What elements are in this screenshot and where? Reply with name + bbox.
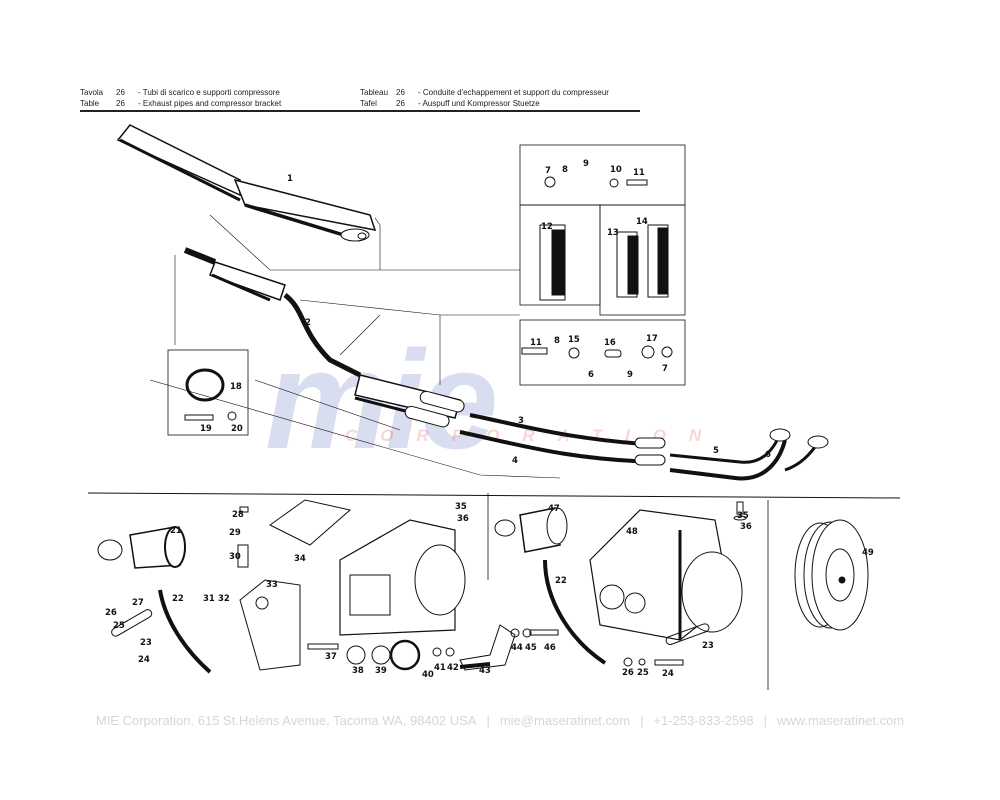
- part-3-pipe: [469, 413, 661, 447]
- label-30: 30: [229, 552, 241, 562]
- label-11b: 11: [530, 338, 542, 348]
- label-24b: 24: [662, 669, 674, 679]
- label-7: 7: [545, 166, 551, 176]
- label-7b: 7: [662, 364, 668, 374]
- label-11: 11: [633, 168, 645, 178]
- header-rule: [80, 110, 640, 112]
- hardware-box-13-14: [599, 204, 686, 316]
- part-1-rear-muffler: [116, 124, 377, 242]
- footer-contact: MIE Corporation. 615 St.Helens Avenue, T…: [0, 713, 1000, 728]
- clamp-box: [167, 349, 249, 436]
- label-24: 24: [138, 655, 150, 665]
- label-9b: 9: [627, 370, 633, 380]
- label-25b: 25: [637, 668, 649, 678]
- label-22b: 22: [555, 576, 567, 586]
- label-16: 16: [604, 338, 616, 348]
- label-29: 29: [229, 528, 241, 538]
- footer-separator: |: [486, 713, 490, 728]
- label-20: 20: [231, 424, 243, 434]
- label-22: 22: [172, 594, 184, 604]
- label-6: 6: [765, 450, 771, 460]
- label-39: 39: [375, 666, 387, 676]
- label-44: 44: [511, 643, 523, 653]
- part-21-compressor-body: [97, 526, 186, 569]
- label-35b: 35: [737, 511, 749, 521]
- label-32: 32: [218, 594, 230, 604]
- label-36b: 36: [740, 522, 752, 532]
- part-49-pulley: [794, 519, 869, 631]
- label-26: 26: [105, 608, 117, 618]
- part-34-bracket-plate: [269, 499, 352, 546]
- footer-separator: |: [640, 713, 644, 728]
- label-28: 28: [232, 510, 244, 520]
- footer-phone: +1-253-833-2598: [653, 713, 754, 728]
- part-22-belt: [158, 589, 212, 674]
- label-3: 3: [518, 416, 524, 426]
- label-25: 25: [113, 621, 125, 631]
- footer-company-address: MIE Corporation. 615 St.Helens Avenue, T…: [95, 713, 477, 728]
- label-26b: 26: [622, 668, 634, 678]
- part-4-pipe: [459, 430, 661, 464]
- label-31: 31: [203, 594, 215, 604]
- part-5-pipe: [669, 434, 782, 464]
- label-45: 45: [525, 643, 537, 653]
- label-33: 33: [266, 580, 278, 590]
- label-17: 17: [646, 334, 658, 344]
- label-35: 35: [455, 502, 467, 512]
- label-15: 15: [568, 335, 580, 345]
- label-47: 47: [548, 504, 560, 514]
- label-9: 9: [583, 159, 589, 169]
- label-1: 1: [287, 174, 293, 184]
- label-6b: 6: [588, 370, 594, 380]
- label-4: 4: [512, 456, 518, 466]
- label-8: 8: [562, 165, 568, 175]
- part-2-front-muffler: [183, 247, 465, 428]
- label-27: 27: [132, 598, 144, 608]
- part-33-mount: [239, 579, 301, 671]
- label-21: 21: [170, 526, 182, 536]
- label-8b: 8: [554, 336, 560, 346]
- label-40: 40: [422, 670, 434, 680]
- label-19: 19: [200, 424, 212, 434]
- label-2: 2: [305, 318, 311, 328]
- footer-email-link[interactable]: mie@maseratinet.com: [499, 713, 631, 728]
- part-48-housing: [589, 509, 743, 641]
- label-42: 42: [447, 663, 459, 673]
- label-13: 13: [607, 228, 619, 238]
- label-34: 34: [294, 554, 306, 564]
- label-14: 14: [636, 217, 648, 227]
- label-38: 38: [352, 666, 364, 676]
- label-49: 49: [862, 548, 874, 558]
- part-47-compressor: [494, 507, 568, 553]
- label-5: 5: [713, 446, 719, 456]
- label-37: 37: [325, 652, 337, 662]
- label-36: 36: [457, 514, 469, 524]
- label-23b: 23: [702, 641, 714, 651]
- label-23: 23: [140, 638, 152, 648]
- hardware-box-bottom: [519, 319, 686, 386]
- label-10: 10: [610, 165, 622, 175]
- footer-website-link[interactable]: www.maseratinet.com: [776, 713, 905, 728]
- footer-separator: |: [763, 713, 767, 728]
- label-18: 18: [230, 382, 242, 392]
- label-41: 41: [434, 663, 446, 673]
- label-48: 48: [626, 527, 638, 537]
- label-46: 46: [544, 643, 556, 653]
- exploded-parts-diagram: 1 2 3 4 5 6 7 8 9 10 11 12 13 14 11 8 15…: [87, 124, 901, 690]
- compressor-housing-left: [339, 519, 466, 636]
- label-12: 12: [541, 222, 553, 232]
- label-43: 43: [479, 666, 491, 676]
